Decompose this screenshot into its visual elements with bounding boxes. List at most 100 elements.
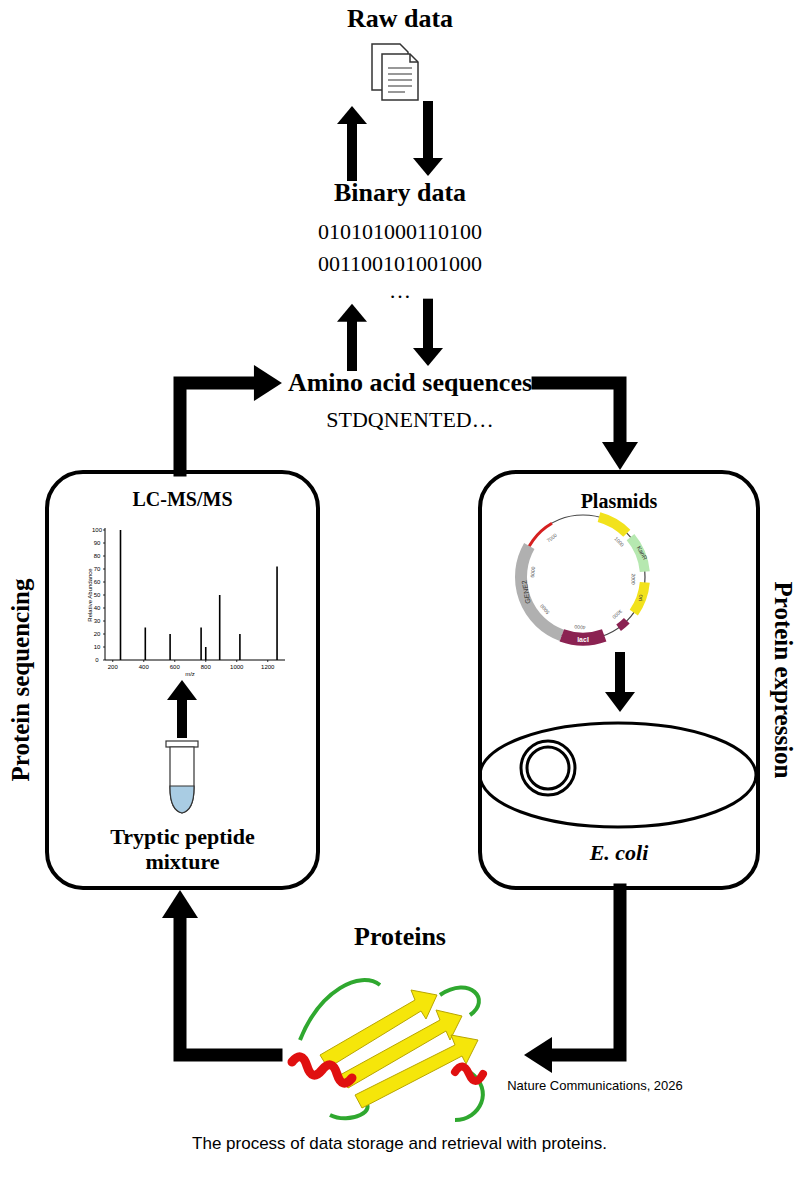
- arrow-shaft: [180, 918, 276, 1055]
- plasmid-map: [521, 515, 645, 639]
- process-box: Protein sequencingLC-MS/MSTryptic peptid…: [45, 470, 320, 890]
- figure-label: 400: [139, 664, 149, 670]
- figure-label: 0: [95, 657, 98, 663]
- arrow-head: [337, 304, 367, 322]
- flow-arrow: [180, 365, 282, 470]
- spectrum-peaks: [121, 530, 278, 660]
- node-group: Binary data 010101000110100 0011001010010…: [309, 176, 492, 304]
- tube-liquid: [170, 786, 194, 813]
- arrow-shaft: [538, 383, 620, 442]
- x-ticks: [113, 660, 268, 662]
- plasmid-outer: [521, 741, 575, 795]
- flow-arrow: [337, 106, 367, 176]
- figure-label: 600: [170, 664, 180, 670]
- small-arc: [619, 621, 627, 628]
- arrow-shaft: [423, 304, 433, 348]
- box-caption: Tryptic peptide mixture: [89, 824, 276, 875]
- flow-arrow: [162, 890, 276, 1055]
- tube-icon: [166, 741, 198, 813]
- ecoli-cell: [480, 723, 756, 827]
- arrow-head: [413, 348, 443, 366]
- figure-label: 40: [94, 605, 101, 611]
- tube-cap: [166, 741, 198, 747]
- figure-caption: The process of data storage and retrieva…: [0, 1134, 799, 1154]
- node-title: Binary data: [313, 178, 488, 208]
- flow-arrow: [337, 304, 367, 366]
- figure-label: 5000: [539, 603, 550, 615]
- source-note: Nature Communications, 2026: [507, 1079, 683, 1092]
- box-heading: LC-MS/MS: [49, 488, 316, 511]
- figure-label: Relative Abundance: [87, 568, 93, 621]
- loop: [440, 988, 479, 1015]
- figure-label: 90: [94, 540, 101, 546]
- figure-label: 3000: [611, 609, 623, 620]
- flow-arrow: [413, 106, 443, 176]
- arrow-head: [413, 158, 443, 176]
- gene-arc: [521, 546, 562, 635]
- ellipsis-text: …: [313, 280, 488, 302]
- plasmid-ring: [521, 515, 645, 639]
- sequence-text: STDQNENTED…: [288, 408, 532, 432]
- figure-label: 30: [94, 618, 101, 624]
- figure-label: 4000: [574, 624, 585, 630]
- node-title: Amino acid sequences: [288, 368, 532, 398]
- page-lines: [388, 68, 412, 92]
- figure-label: 20: [94, 631, 101, 637]
- node-title: Raw data: [347, 4, 453, 34]
- arrow-shaft: [180, 383, 254, 470]
- process-box: Protein expressionPlasmidsE. coli: [478, 470, 760, 890]
- y-ticks: [103, 530, 105, 660]
- cell-outline: [480, 723, 756, 827]
- spectrum-axes: [105, 528, 285, 660]
- alpha-helix: [455, 1066, 483, 1081]
- figure-label: 60: [94, 579, 101, 585]
- arrow-shaft: [347, 124, 357, 176]
- figure-label: 70: [94, 566, 101, 572]
- figure-label: 10: [94, 644, 101, 650]
- tube-body: [170, 747, 194, 813]
- protein-structure: [292, 980, 483, 1120]
- mass-spectrum: [103, 528, 285, 662]
- box-caption: E. coli: [482, 840, 756, 865]
- figure-label: 1200: [261, 664, 274, 670]
- flow-arrow: [538, 383, 638, 470]
- figure-label: 100: [92, 527, 102, 533]
- flow-arrow: [413, 304, 443, 366]
- node-group: Amino acid sequencesSTDQNENTED…: [284, 366, 536, 434]
- inner-arrow: [167, 680, 197, 738]
- arrow-head: [524, 1037, 552, 1073]
- side-label: Protein sequencing: [7, 578, 36, 781]
- flow-arrow: [524, 890, 620, 1073]
- figure-label: 7000: [546, 532, 558, 543]
- page-front: [382, 54, 418, 100]
- node-title: Proteins: [280, 922, 520, 952]
- figure-label: 1000: [613, 537, 624, 548]
- figure-label: 50: [94, 592, 101, 598]
- node-group: Raw data: [343, 2, 457, 106]
- arrow-head: [602, 442, 638, 470]
- plasmid-inner: [527, 747, 569, 789]
- yellow-arc: [599, 517, 627, 533]
- figure-label: 800: [201, 664, 211, 670]
- page-fold: [410, 54, 418, 62]
- arrow-head: [254, 365, 282, 401]
- figure-label: 80: [94, 553, 101, 559]
- box-heading: Plasmids: [482, 490, 756, 513]
- inner-arrow: [605, 652, 635, 712]
- ori-arc: [634, 582, 645, 612]
- document-icon: [372, 44, 418, 100]
- figure-label: 200: [108, 664, 118, 670]
- node-group: Proteins: [276, 920, 524, 1129]
- alpha-helix: [292, 1057, 352, 1083]
- arrow-head: [162, 890, 198, 918]
- figure-label: m/z: [185, 671, 195, 677]
- arrow-shaft: [347, 322, 357, 366]
- figure-label: 1000: [230, 664, 243, 670]
- arrow-head: [337, 106, 367, 124]
- figure-label: 2000: [630, 573, 635, 584]
- binary-text: 010101000110100 001100101001000: [313, 216, 488, 280]
- arrow-shaft: [552, 890, 620, 1055]
- side-label: Protein expression: [769, 582, 798, 779]
